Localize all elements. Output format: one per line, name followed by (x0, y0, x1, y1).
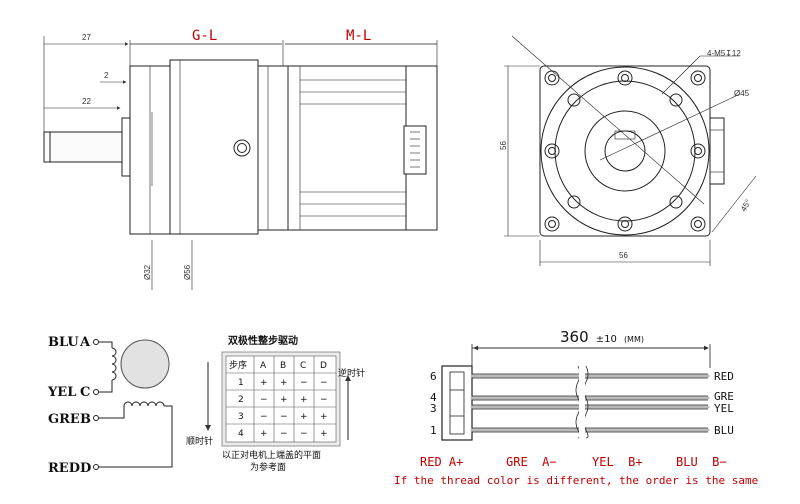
table-footnote-2: 为参考面 (250, 461, 286, 473)
dim-2: 2 (104, 71, 109, 80)
table-row-3-step: 3 (238, 412, 244, 422)
table-row-2-b: + (280, 395, 288, 405)
corner-holes (544, 70, 706, 232)
legend-yel: YEL B+ (592, 455, 643, 469)
cable-length: 360 ±10 (MM) (560, 327, 644, 346)
table-footnote-1: 以正对电机上端盖的平面 (222, 449, 321, 461)
table-row-1-a: + (260, 378, 268, 388)
step-table: 双极性整步驱动 步序 A B C D 1 + + − − 2 − + + − 3 (186, 334, 365, 473)
pin-a: A (79, 335, 91, 350)
cable-wire-yel: YEL (714, 402, 734, 415)
cable-length-value: 360 (560, 328, 589, 346)
dia-56: Ø56 (183, 264, 192, 280)
cable-diagram: 360 ±10 (MM) (430, 327, 734, 441)
table-row-1-c: − (300, 378, 308, 388)
table-row-2-a: − (260, 395, 268, 405)
ccw-label: 逆时针 (338, 367, 365, 379)
table-header-b: B (280, 361, 286, 371)
legend-note: If the thread color is different, the or… (394, 474, 758, 487)
table-row-3-c: + (300, 412, 308, 422)
pin-1: 1 (430, 424, 437, 437)
table-row-2-c: + (300, 395, 308, 405)
table-header-step: 步序 (229, 359, 247, 371)
dim-22: 22 (82, 97, 91, 106)
wire-gre: GRE (48, 412, 80, 427)
dim-27: 27 (82, 33, 91, 42)
wire-yel: YEL (47, 385, 76, 400)
color-legend: RED A+ GRE A− YEL B+ BLU B− If the threa… (394, 455, 758, 487)
table-row-1-b: + (280, 378, 288, 388)
wire-blu: BLU (48, 335, 79, 350)
gl-label: G-L (192, 28, 217, 44)
holes-label: 4-M5↧12 (707, 49, 741, 58)
cable-length-unit: (MM) (624, 335, 644, 344)
dia-32: Ø32 (143, 264, 152, 280)
table-header-c: C (300, 361, 306, 371)
side-view: G-L M-L 27 2 22 (43, 28, 438, 290)
wire-red: RED (48, 461, 80, 476)
table-row-1-d: − (320, 378, 328, 388)
table-header-d: D (320, 361, 327, 371)
dia-45: Ø45 (734, 89, 750, 98)
table-row-2-step: 2 (238, 395, 244, 405)
dim-56-h: 56 (619, 251, 628, 260)
table-row-4-a: + (260, 429, 268, 439)
pin-3: 3 (430, 402, 437, 415)
table-row-3-a: − (260, 412, 268, 422)
pin-6: 6 (430, 370, 437, 383)
table-row-1-step: 1 (238, 378, 244, 388)
pin-c: C (80, 385, 90, 400)
cable-wire-gre: GRE (714, 390, 734, 403)
pin-d: D (80, 461, 91, 476)
dim-56-v: 56 (499, 141, 508, 150)
front-view: 4-M5↧12 Ø45 45° 56 56 (499, 35, 757, 266)
table-row-4-c: − (300, 429, 308, 439)
table-row-4-b: − (280, 429, 288, 439)
cable-length-tol: ±10 (596, 334, 617, 345)
legend-red: RED A+ (420, 455, 463, 469)
pin-b: B (80, 412, 91, 427)
table-row-2-d: − (320, 395, 328, 405)
legend-gre: GRE A− (506, 455, 557, 469)
table-row-4-d: + (320, 429, 328, 439)
cable-wire-blu: BLU (714, 424, 734, 437)
table-row-4-step: 4 (238, 429, 244, 439)
ring-holes (544, 70, 706, 232)
table-title: 双极性整步驱动 (228, 334, 298, 347)
angle-45: 45° (739, 198, 753, 213)
ml-label: M-L (346, 28, 371, 44)
pin-4: 4 (430, 391, 437, 404)
table-row-3-b: − (280, 412, 288, 422)
legend-blu: BLU B− (676, 455, 727, 469)
table-row-3-d: + (320, 412, 328, 422)
cable-wire-red: RED (714, 370, 734, 383)
cw-label: 顺时针 (186, 435, 213, 447)
table-header-a: A (260, 361, 267, 371)
wiring-diagram: BLU A YEL C GRE B RED D (47, 335, 173, 476)
